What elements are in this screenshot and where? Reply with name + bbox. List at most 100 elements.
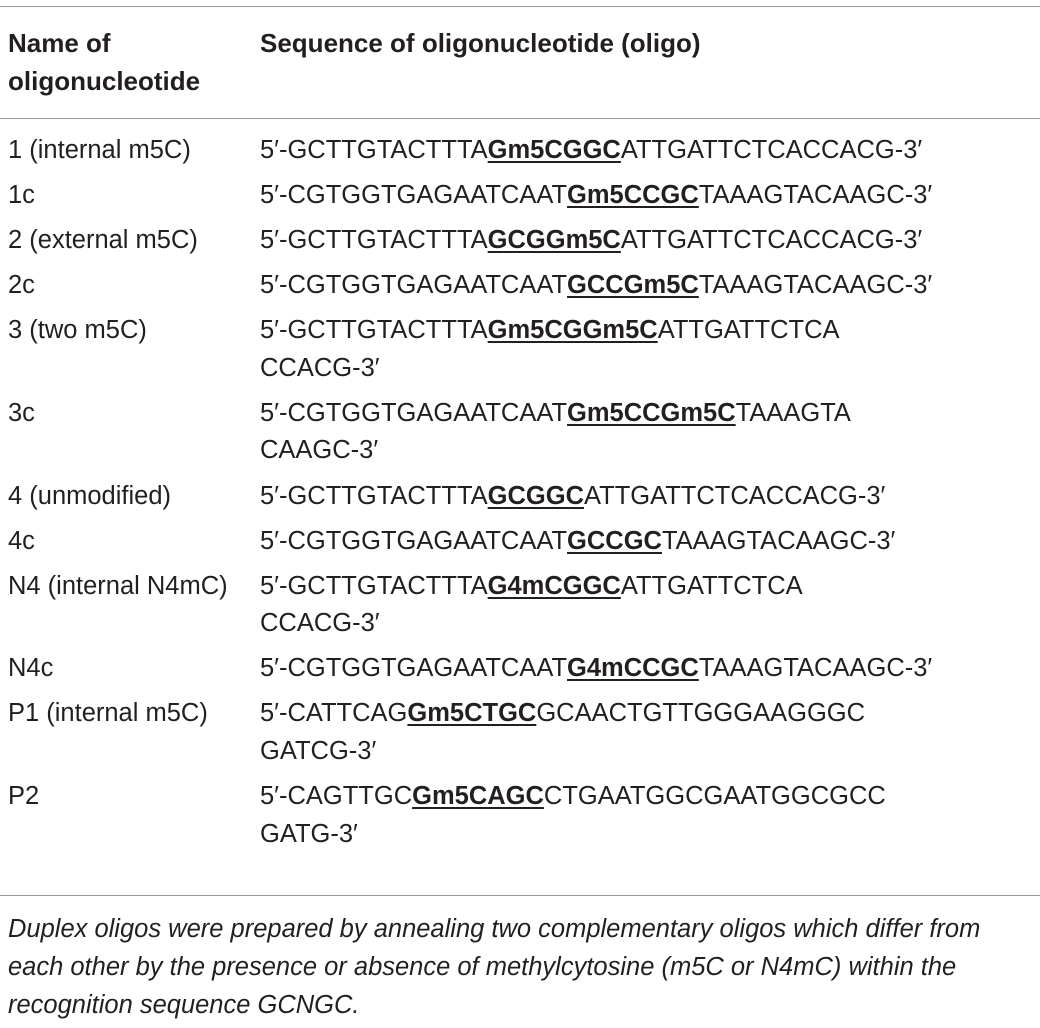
recognition-site: Gm5CGGm5C [487, 316, 658, 345]
sequence-line: 5′-CAGTTGCGm5CAGCCTGAATGGCGAATGGCGCC [260, 778, 1040, 816]
oligo-sequence-cell: 5′-CATTCAGGm5CTGCGCAACTGTTGGGAAGGGC GATCG… [252, 695, 1040, 770]
sequence-flank-3prime: TAAAGTACAAGC-3′ [661, 526, 896, 555]
sequence-line: GATCG-3′ [260, 733, 1040, 771]
sequence-line: 5′-GCTTGTACTTTAGCGGm5CATTGATTCTCACCACG-3… [260, 222, 1040, 260]
sequence-line: 5′-GCTTGTACTTTAGm5CGGm5CATTGATTCTCA [260, 312, 1040, 350]
table-row: 3c 5′-CGTGGTGAGAATCAATGm5CCGm5CTAAAGTA CAA… [0, 395, 1040, 478]
oligo-sequence-cell: 5′-CGTGGTGAGAATCAATGCCGm5CTAAAGTACAAGC-3… [252, 267, 1040, 305]
recognition-site: GCCGm5C [567, 271, 699, 300]
oligo-name-cell: 4c [8, 526, 35, 555]
table-row: 1c 5′-CGTGGTGAGAATCAATGm5CCGCTAAAGTACAAGC… [0, 177, 1040, 222]
oligo-name-cell: 4 (unmodified) [8, 481, 171, 510]
sequence-line: CCACG-3′ [260, 350, 1040, 388]
sequence-line: 5′-CGTGGTGAGAATCAATG4mCCGCTAAAGTACAAGC-3… [260, 650, 1040, 688]
sequence-flank-5prime: 5′-GCTTGTACTTTA [260, 226, 488, 255]
recognition-site: Gm5CTGC [407, 699, 537, 728]
sequence-flank-5prime: GATG-3′ [260, 819, 358, 848]
sequence-line: CCACG-3′ [260, 605, 1040, 643]
oligo-sequence-cell: 5′-CAGTTGCGm5CAGCCTGAATGGCGAATGGCGCC GATG… [252, 778, 1040, 853]
table-row: P1 (internal m5C) 5′-CATTCAGGm5CTGCGCAACT… [0, 695, 1040, 778]
sequence-line: 5′-GCTTGTACTTTAG4mCGGCATTGATTCTCA [260, 568, 1040, 606]
recognition-site: G4mCGGC [487, 571, 621, 600]
sequence-flank-3prime: TAAAGTACAAGC-3′ [698, 271, 933, 300]
oligo-name-cell: P2 [8, 782, 40, 811]
oligo-sequence-cell: 5′-GCTTGTACTTTAGCGGm5CATTGATTCTCACCACG-3… [252, 222, 1040, 260]
sequence-flank-5prime: 5′-CGTGGTGAGAATCAAT [260, 526, 568, 555]
table-bottom-rule [0, 895, 1040, 896]
sequence-flank-5prime: 5′-GCTTGTACTTTA [260, 316, 488, 345]
oligo-name-cell: 2 (external m5C) [8, 226, 198, 255]
sequence-line: 5′-CATTCAGGm5CTGCGCAACTGTTGGGAAGGGC [260, 695, 1040, 733]
oligo-name-cell: 1 (internal m5C) [8, 136, 191, 164]
sequence-line: 5′-CGTGGTGAGAATCAATGCCGm5CTAAAGTACAAGC-3… [260, 267, 1040, 305]
header-name-of-oligonucleotide: Name of oligonucleotide [8, 28, 201, 96]
table-row: 3 (two m5C) 5′-GCTTGTACTTTAGm5CGGm5CATTGA… [0, 312, 1040, 395]
sequence-flank-5prime: 5′-CAGTTGC [260, 782, 413, 811]
oligo-name-cell: P1 (internal m5C) [8, 699, 208, 728]
recognition-site: GCGGC [487, 481, 584, 510]
oligo-sequence-cell: 5′-CGTGGTGAGAATCAATGm5CCGCTAAAGTACAAGC-3… [252, 177, 1040, 215]
sequence-line: 5′-GCTTGTACTTTAGm5CGGCATTGATTCTCACCACG-3… [260, 132, 1040, 170]
recognition-site: GCGGm5C [487, 226, 621, 255]
sequence-flank-5prime: 5′-CGTGGTGAGAATCAAT [260, 271, 568, 300]
oligo-sequence-cell: 5′-GCTTGTACTTTAGCGGCATTGATTCTCACCACG-3′ [252, 478, 1040, 516]
oligo-sequence-cell: 5′-CGTGGTGAGAATCAATG4mCCGCTAAAGTACAAGC-3… [252, 650, 1040, 688]
oligo-sequence-cell: 5′-CGTGGTGAGAATCAATGCCGCTAAAGTACAAGC-3′ [252, 523, 1040, 561]
sequence-flank-5prime: CAAGC-3′ [260, 436, 379, 465]
oligo-name-cell: 1c [8, 181, 35, 210]
sequence-flank-3prime: TAAAGTACAAGC-3′ [698, 654, 933, 683]
sequence-line: GATG-3′ [260, 816, 1040, 854]
table-body: 1 (internal m5C)5′-GCTTGTACTTTAGm5CGGCAT… [0, 132, 1040, 861]
sequence-flank-5prime: 5′-CGTGGTGAGAATCAAT [260, 654, 568, 683]
table-top-rule [0, 6, 1040, 7]
oligo-name-cell: 3c [8, 398, 35, 427]
sequence-flank-3prime: CTGAATGGCGAATGGCGCC [543, 782, 886, 811]
table-row: 1 (internal m5C) 5′-GCTTGTACTTTAGm5CGGCAT… [0, 132, 1040, 177]
sequence-flank-5prime: 5′-GCTTGTACTTTA [260, 136, 488, 164]
table-row: 4c 5′-CGTGGTGAGAATCAATGCCGCTAAAGTACAAGC-3… [0, 523, 1040, 568]
oligo-name-cell: N4 (internal N4mC) [8, 571, 228, 600]
sequence-flank-5prime: CCACG-3′ [260, 609, 380, 638]
sequence-flank-5prime: CCACG-3′ [260, 353, 380, 382]
header-sequence-of-oligonucleotide: Sequence of oligonucleotide (oligo) [260, 28, 701, 58]
sequence-line: 5′-CGTGGTGAGAATCAATGm5CCGCTAAAGTACAAGC-3… [260, 177, 1040, 215]
sequence-flank-3prime: GCAACTGTTGGGAAGGGC [536, 699, 866, 728]
table-header-rule [0, 118, 1040, 119]
oligo-name-cell: N4c [8, 654, 54, 683]
sequence-flank-3prime: ATTGATTCTCACCACG-3′ [620, 136, 923, 164]
sequence-flank-5prime: 5′-CGTGGTGAGAATCAAT [260, 181, 568, 210]
recognition-site: Gm5CCGm5C [567, 398, 736, 427]
oligo-name-cell: 3 (two m5C) [8, 316, 147, 345]
recognition-site: Gm5CGGC [487, 136, 621, 164]
table-row: N4c 5′-CGTGGTGAGAATCAATG4mCCGCTAAAGTACAAG… [0, 650, 1040, 695]
recognition-site: G4mCCGC [567, 654, 699, 683]
sequence-flank-5prime: 5′-CGTGGTGAGAATCAAT [260, 398, 568, 427]
sequence-flank-3prime: ATTGATTCTCA [620, 571, 803, 600]
sequence-flank-5prime: 5′-GCTTGTACTTTA [260, 481, 488, 510]
sequence-flank-3prime: TAAAGTACAAGC-3′ [698, 181, 933, 210]
oligo-sequence-cell: 5′-GCTTGTACTTTAG4mCGGCATTGATTCTCA CCACG-3… [252, 568, 1040, 643]
sequence-line: 5′-GCTTGTACTTTAGCGGCATTGATTCTCACCACG-3′ [260, 478, 1040, 516]
table-row: P2 5′-CAGTTGCGm5CAGCCTGAATGGCGAATGGCGCC GA… [0, 778, 1040, 861]
sequence-flank-3prime: ATTGATTCTCACCACG-3′ [584, 481, 886, 510]
sequence-line: 5′-CGTGGTGAGAATCAATGCCGCTAAAGTACAAGC-3′ [260, 523, 1040, 561]
recognition-site: Gm5CCGC [567, 181, 699, 210]
table-row: 4 (unmodified) 5′-GCTTGTACTTTAGCGGCATTGAT… [0, 478, 1040, 523]
table-row: N4 (internal N4mC) 5′-GCTTGTACTTTAG4mCGGC… [0, 568, 1040, 651]
oligo-sequence-cell: 5′-GCTTGTACTTTAGm5CGGm5CATTGATTCTCA CCACG… [252, 312, 1040, 387]
oligo-sequence-cell: 5′-GCTTGTACTTTAGm5CGGCATTGATTCTCACCACG-3… [252, 132, 1040, 170]
sequence-flank-3prime: ATTGATTCTCA [657, 316, 840, 345]
sequence-flank-5prime: 5′-GCTTGTACTTTA [260, 571, 488, 600]
sequence-flank-3prime: TAAAGTA [735, 398, 851, 427]
sequence-line: CAAGC-3′ [260, 432, 1040, 470]
oligo-sequence-cell: 5′-CGTGGTGAGAATCAATGm5CCGm5CTAAAGTA CAAGC… [252, 395, 1040, 470]
table-footnote: Duplex oligos were prepared by annealing… [8, 915, 981, 1019]
sequence-flank-3prime: ATTGATTCTCACCACG-3′ [620, 226, 923, 255]
sequence-flank-5prime: GATCG-3′ [260, 736, 377, 765]
recognition-site: Gm5CAGC [412, 782, 544, 811]
table-row: 2 (external m5C) 5′-GCTTGTACTTTAGCGGm5CAT… [0, 222, 1040, 267]
sequence-flank-5prime: 5′-CATTCAG [260, 699, 408, 728]
sequence-line: 5′-CGTGGTGAGAATCAATGm5CCGm5CTAAAGTA [260, 395, 1040, 433]
recognition-site: GCCGC [567, 526, 662, 555]
